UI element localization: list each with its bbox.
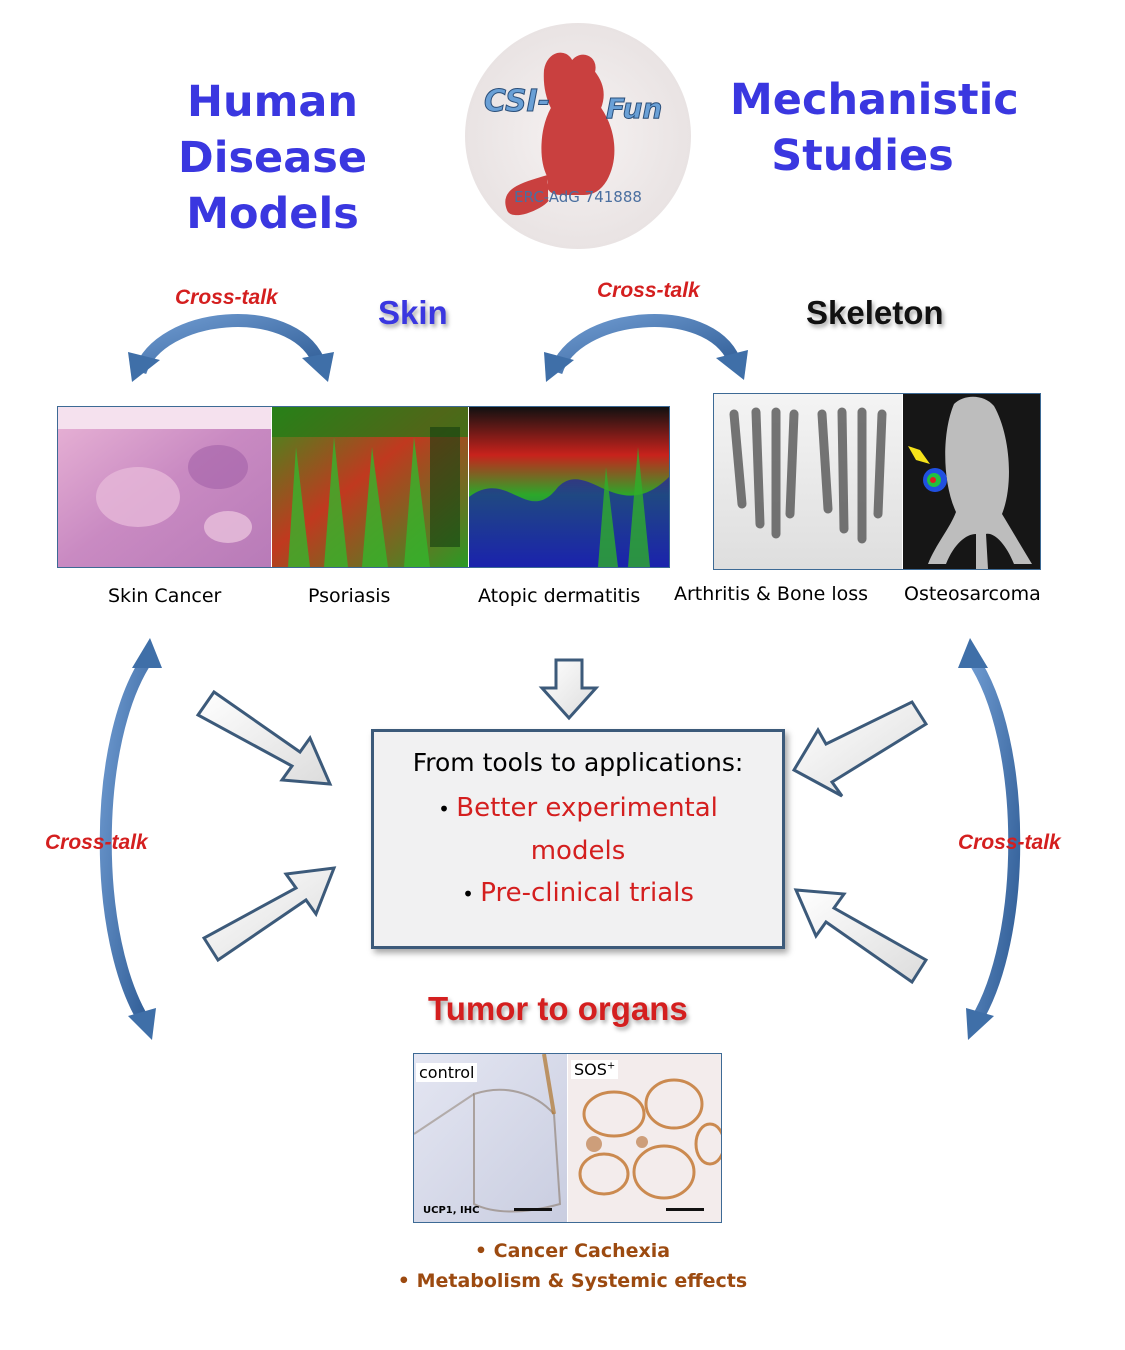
section-skeleton: Skeleton (806, 294, 944, 331)
header-right-line2: Studies (771, 131, 954, 181)
crosstalk-arrow-right (958, 638, 1021, 1040)
logo-text-left: CSI- (483, 84, 551, 120)
bottom-bullet-2: • Metabolism & Systemic effects (380, 1270, 765, 1292)
skeleton-images (714, 394, 1040, 569)
caption-psoriasis: Psoriasis (308, 585, 391, 607)
applications-box: From tools to applications: • Better exp… (371, 729, 785, 949)
block-arrow-top (538, 658, 600, 721)
logo (465, 23, 691, 249)
crosstalk-label-right: Cross-talk (958, 831, 1061, 854)
label-stain: UCP1, IHC (423, 1205, 480, 1216)
crosstalk-arrow-left (99, 638, 162, 1040)
caption-atopic: Atopic dermatitis (478, 585, 641, 607)
bullet-1-line-1: • Better experimental (374, 787, 782, 830)
label-sos-text: SOS (574, 1060, 607, 1079)
control-image (414, 1054, 567, 1222)
bullet-1-dot: • (438, 797, 457, 821)
bullet-2-text: Pre-clinical trials (480, 878, 694, 908)
caption-skin-cancer: Skin Cancer (108, 585, 222, 607)
header-right: Mechanistic Studies (730, 72, 1019, 184)
caption-osteosarcoma: Osteosarcoma (904, 583, 1041, 605)
label-sos: SOS+ (571, 1060, 619, 1079)
header-left-line2: Disease Models (178, 133, 367, 239)
skin-images (58, 407, 669, 567)
bottom-bullet-1: • Cancer Cachexia (400, 1240, 745, 1262)
skin-image-panel (57, 406, 670, 568)
applications-title: From tools to applications: (412, 748, 744, 777)
label-sos-sup: + (606, 1060, 616, 1072)
crosstalk-label-top-right: Cross-talk (597, 279, 700, 302)
section-skin: Skin (378, 294, 448, 331)
bullet-1-text: Better experimental (456, 793, 718, 823)
crosstalk-arrow-top-right (544, 314, 748, 382)
mouse-icon (505, 52, 615, 216)
bullet-1-line-2: models (530, 836, 626, 866)
crosstalk-arrow-top-left (128, 314, 334, 382)
block-arrow-lower-left (201, 866, 337, 963)
header-left: Human Disease Models (110, 74, 435, 242)
crosstalk-label-left: Cross-talk (45, 831, 148, 854)
header-left-line1: Human (186, 77, 359, 127)
yellow-arrowhead-icon (908, 446, 930, 464)
label-control: control (416, 1063, 478, 1082)
arthritis-image (714, 394, 902, 569)
tumor-images (414, 1054, 721, 1222)
skeleton-image-panel (713, 393, 1041, 570)
block-arrow-upper-right (791, 700, 929, 798)
block-arrow-upper-left (195, 689, 333, 786)
block-arrow-lower-right (793, 888, 929, 985)
bottom-bullet-1-text: Cancer Cachexia (493, 1240, 671, 1262)
section-tumor: Tumor to organs (428, 990, 688, 1027)
applications-bullets: • Better experimental models • Pre-clini… (374, 787, 782, 915)
header-right-line1: Mechanistic (730, 75, 1019, 125)
bullet-2-dot: • (462, 882, 481, 906)
scale-bar-right (666, 1208, 704, 1211)
bottom-bullet-1-dot: • (474, 1240, 494, 1262)
bullet-2: • Pre-clinical trials (374, 872, 782, 915)
bottom-bullet-2-text: Metabolism & Systemic effects (416, 1270, 748, 1292)
scale-bar-left (514, 1208, 552, 1211)
logo-grant: ERC-AdG 741888 (514, 188, 642, 206)
caption-arthritis: Arthritis & Bone loss (674, 583, 869, 605)
logo-text-right: Fun (605, 92, 663, 126)
bottom-bullet-2-dot: • (397, 1270, 417, 1292)
crosstalk-label-top-left: Cross-talk (175, 286, 278, 309)
